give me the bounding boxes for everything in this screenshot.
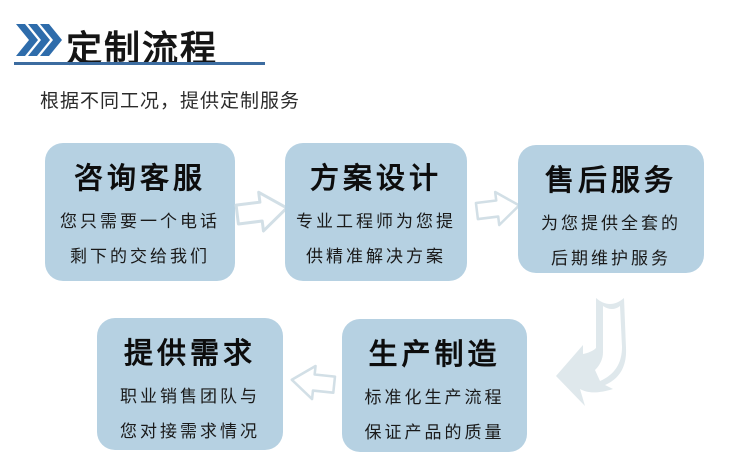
- step-description: 您只需要一个电话 剩下的交给我们: [60, 205, 220, 275]
- step-line: 保证产品的质量: [364, 423, 505, 443]
- step-title: 生产制造: [368, 339, 501, 371]
- step-card-consult: 咨询客服 您只需要一个电话 剩下的交给我们: [45, 143, 235, 281]
- step-line: 供精准解决方案: [306, 247, 446, 267]
- curved-arrow-down-left-icon: [556, 298, 627, 406]
- step-line: 后期维护服务: [551, 249, 671, 269]
- step-title: 方案设计: [309, 163, 442, 195]
- step-title: 售后服务: [544, 165, 677, 197]
- step-description: 标准化生产流程 保证产品的质量: [365, 381, 505, 451]
- step-title: 咨询客服: [73, 163, 206, 195]
- step-description: 职业销售团队与 您对接需求情况: [120, 380, 260, 450]
- arrow-right-icon: [474, 190, 521, 227]
- arrow-left-icon: [290, 364, 337, 401]
- step-line: 专业工程师为您提: [296, 212, 456, 232]
- step-line: 职业销售团队与: [120, 387, 260, 407]
- step-line: 为您提供全套的: [541, 214, 681, 234]
- title-underline: [14, 62, 265, 65]
- step-card-design: 方案设计 专业工程师为您提 供精准解决方案: [285, 143, 467, 281]
- step-card-production: 生产制造 标准化生产流程 保证产品的质量: [342, 319, 527, 452]
- step-card-aftersales: 售后服务 为您提供全套的 后期维护服务: [518, 145, 704, 273]
- arrow-right-icon: [234, 190, 289, 233]
- step-line: 您对接需求情况: [120, 422, 260, 442]
- step-line: 剩下的交给我们: [70, 247, 210, 267]
- step-line: 标准化生产流程: [364, 388, 505, 408]
- section-subtitle: 根据不同工况，提供定制服务: [40, 91, 301, 112]
- step-description: 为您提供全套的 后期维护服务: [541, 207, 681, 277]
- step-description: 专业工程师为您提 供精准解决方案: [296, 205, 456, 275]
- step-line: 您只需要一个电话: [60, 212, 220, 232]
- triple-chevron-icon: [16, 24, 62, 56]
- step-title: 提供需求: [123, 338, 256, 370]
- step-card-requirements: 提供需求 职业销售团队与 您对接需求情况: [97, 318, 283, 450]
